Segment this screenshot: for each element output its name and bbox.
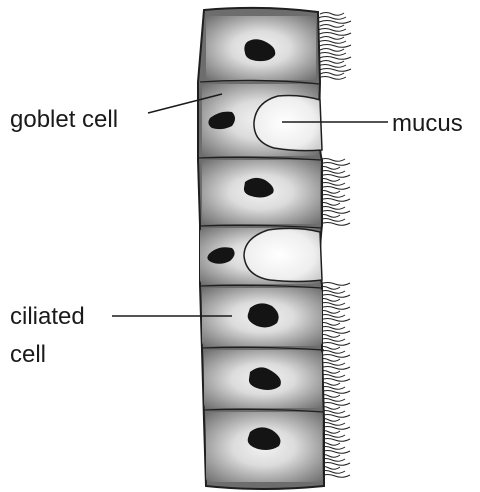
cilium <box>318 17 346 20</box>
cilium <box>320 331 350 334</box>
label-mucus: mucus <box>392 110 463 137</box>
cilium <box>320 13 344 16</box>
cilium <box>320 211 350 214</box>
cell-column <box>198 8 324 489</box>
cilium <box>320 49 344 52</box>
cilium <box>319 21 351 24</box>
cilium <box>318 77 346 80</box>
mucus-vacuole-2 <box>244 228 322 281</box>
label-ciliated-line2: cell <box>10 341 46 368</box>
cilium <box>318 41 346 44</box>
cilium <box>320 355 350 358</box>
cilium <box>320 61 344 64</box>
label-ciliated-line1: ciliated <box>10 303 85 330</box>
cilium <box>319 45 351 48</box>
cilium <box>318 53 346 56</box>
cilium <box>320 379 350 382</box>
cilium <box>320 343 350 346</box>
cilium <box>319 69 351 72</box>
mucus-vacuole-1 <box>254 96 322 151</box>
cilium <box>320 295 350 298</box>
cilium <box>320 187 350 190</box>
cilium <box>320 391 350 394</box>
cilium <box>319 33 351 36</box>
cilium <box>320 319 350 322</box>
cilium <box>320 37 344 40</box>
cilium <box>320 25 344 28</box>
cilium <box>320 223 350 226</box>
cilium <box>318 29 346 32</box>
cilium <box>320 175 350 178</box>
cilium <box>320 73 344 76</box>
cilium <box>320 307 350 310</box>
cilium <box>320 283 350 286</box>
cilium <box>320 367 350 370</box>
cilium <box>320 199 350 202</box>
cilium <box>318 65 346 68</box>
label-goblet-cell: goblet cell <box>10 106 118 133</box>
cilium <box>319 57 351 60</box>
cilium <box>320 163 350 166</box>
